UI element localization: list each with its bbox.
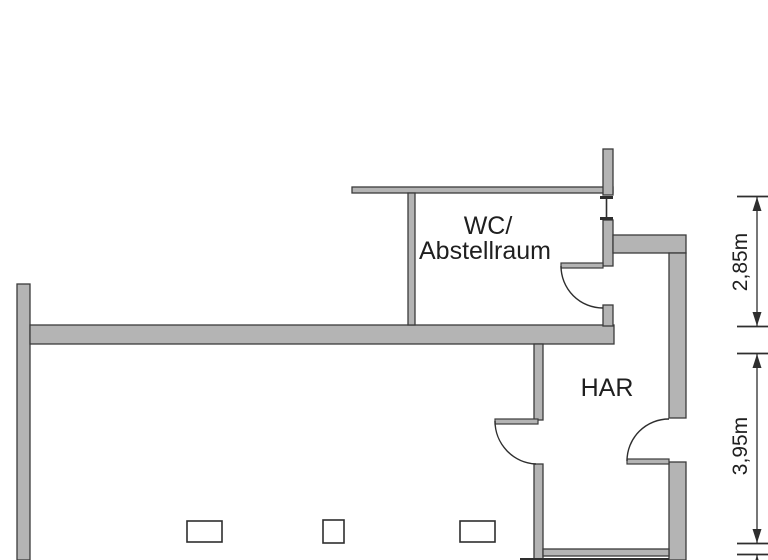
door-har-right [626, 418, 670, 465]
dim2-arrow-up [752, 354, 762, 368]
wall-corridor-top [612, 234, 687, 254]
room-labels: WC/ Abstellraum HAR [419, 212, 633, 402]
wall-left-outer [16, 283, 31, 560]
door-wc [560, 262, 604, 309]
wc-label-line1: WC/ [464, 212, 513, 240]
window-jamb-top [600, 196, 613, 199]
window-symbol [600, 196, 613, 220]
dim1-arrow-down [752, 312, 762, 326]
column-rect-2 [322, 519, 345, 544]
wall-wc-top [351, 186, 614, 194]
door-har-left-arc [494, 420, 537, 465]
wall-wc-right-lower [602, 304, 614, 327]
dim3-arrow-up [755, 555, 759, 560]
dim1-arrow-up [752, 197, 762, 211]
wall-wc-right-upper [602, 148, 614, 196]
window-jamb-bottom [600, 217, 613, 220]
wall-wc-left [407, 192, 416, 326]
wall-har-left-lower [533, 463, 544, 560]
door-wc-arc [560, 265, 604, 309]
column-rect-3 [459, 520, 496, 543]
wall-wc-right-middle [602, 219, 614, 267]
wall-har-bottom [542, 548, 670, 557]
door-wc-leaf [560, 262, 604, 269]
wc-label-line2: Abstellraum [419, 237, 551, 265]
dimension-1: 2,85m [729, 195, 768, 328]
har-label: HAR [581, 374, 634, 402]
column-rect-1 [186, 520, 223, 543]
dim2-arrow-down [752, 529, 762, 543]
dimension-2: 3,95m [729, 352, 768, 545]
door-har-left-leaf [494, 418, 539, 425]
wall-right-upper [668, 252, 687, 419]
door-har-left [494, 418, 539, 465]
columns [186, 519, 496, 544]
door-har-right-leaf [626, 458, 670, 465]
dimension-3-partial [737, 553, 768, 560]
walls [16, 148, 687, 560]
dim2-label: 3,95m [729, 417, 752, 475]
wall-long-horizontal [29, 324, 615, 345]
wall-right-lower [668, 461, 687, 560]
dim1-label: 2,85m [729, 233, 752, 291]
wall-har-left-upper [533, 343, 544, 421]
wall-partial-bottom-line [520, 558, 669, 560]
door-har-right-arc [626, 418, 670, 462]
